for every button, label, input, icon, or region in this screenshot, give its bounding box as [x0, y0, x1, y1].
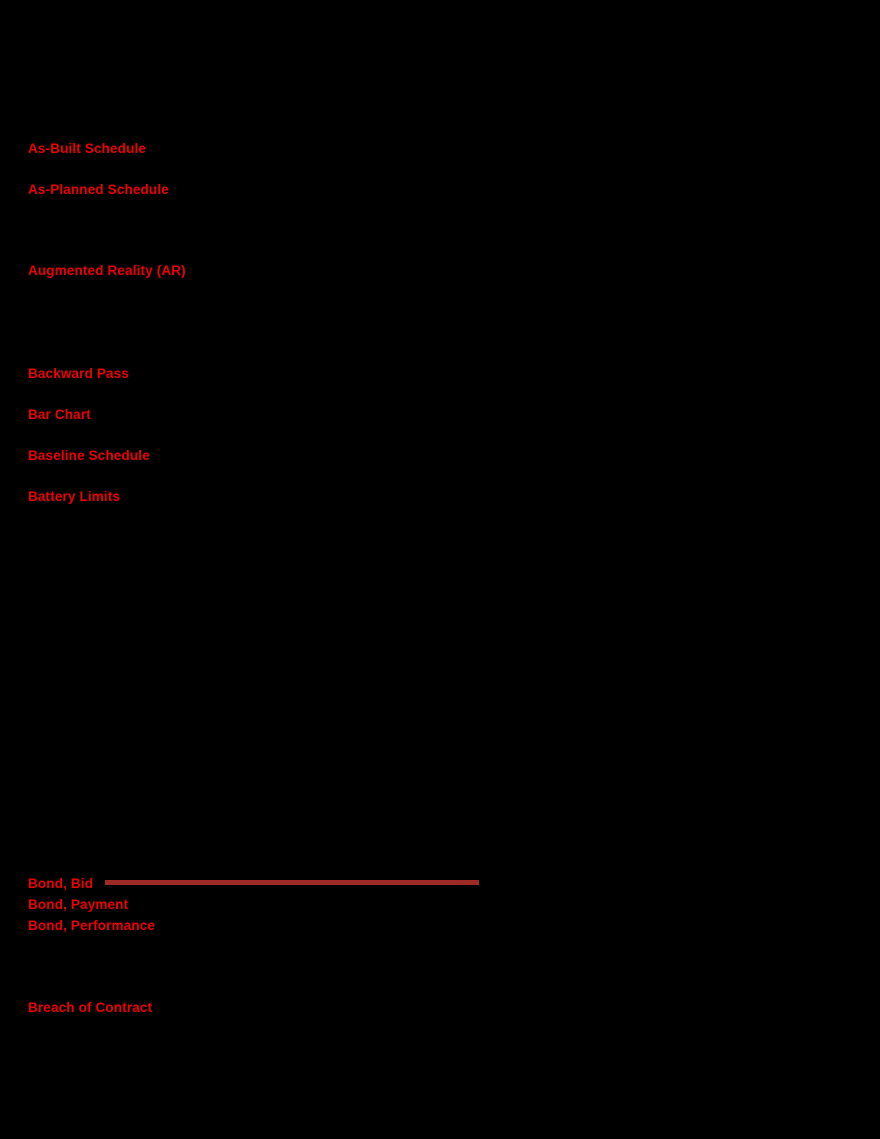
glossary-term[interactable]: Breach of Contract [28, 1000, 153, 1015]
glossary-term[interactable]: Bar Chart [28, 407, 91, 422]
glossary-term[interactable]: Bond, Payment [28, 897, 129, 912]
glossary-term[interactable]: Battery Limits [28, 489, 121, 504]
glossary-term[interactable]: Bond, Performance [28, 918, 156, 933]
glossary-term[interactable]: As-Built Schedule [28, 141, 147, 156]
glossary-term[interactable]: Baseline Schedule [28, 448, 150, 463]
glossary-term[interactable]: Bond, Bid [28, 876, 94, 891]
glossary-term[interactable]: Augmented Reality (AR) [28, 263, 186, 278]
horizontal-rule [105, 880, 479, 885]
glossary-term[interactable]: As-Planned Schedule [28, 182, 169, 197]
glossary-term[interactable]: Backward Pass [28, 366, 130, 381]
